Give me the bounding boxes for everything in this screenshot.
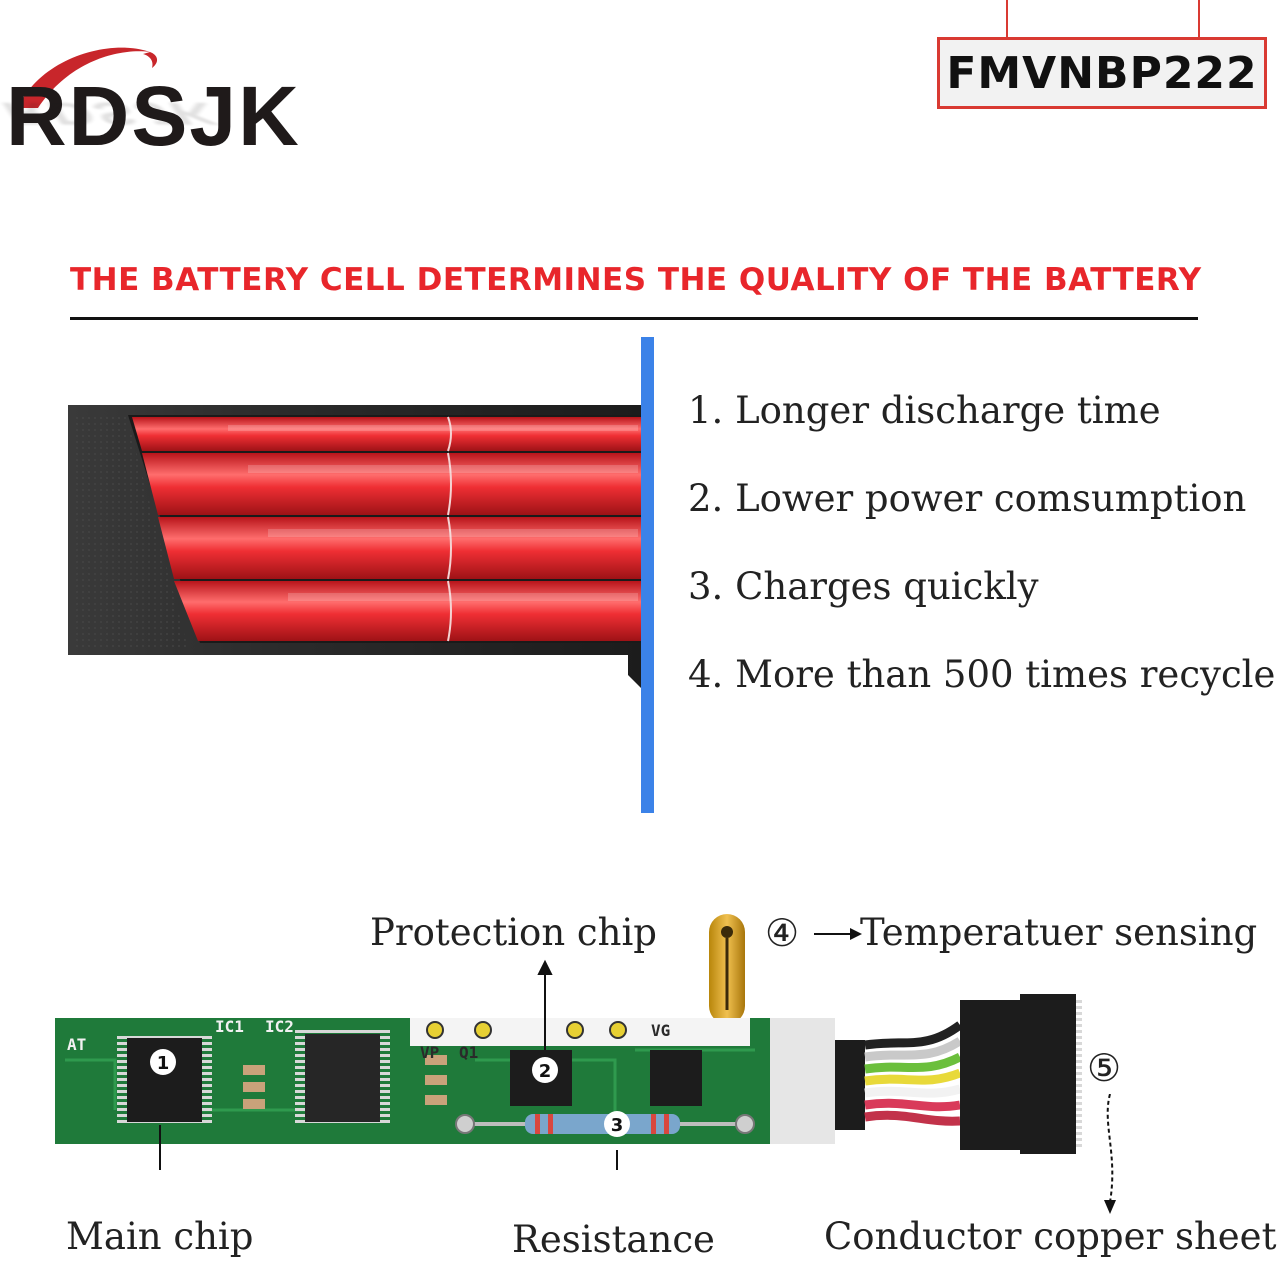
- badge-hanger-right: [1198, 0, 1200, 38]
- feature-item: 1. Longer discharge time: [688, 389, 1161, 432]
- silk-q1: Q1: [459, 1043, 478, 1062]
- silk-ic1: IC1: [215, 1017, 244, 1036]
- feature-list: 1. Longer discharge time 2. Lower power …: [688, 385, 1280, 737]
- brand-logo: RDSJK RDSJK: [0, 30, 380, 200]
- section-divider: [641, 337, 654, 813]
- marker-3: 3: [611, 1115, 624, 1136]
- arrow-right-icon: [814, 928, 862, 940]
- feature-item: 2. Lower power comsumption: [688, 477, 1247, 520]
- callout-main-chip: Main chip: [66, 1215, 254, 1258]
- callout-protection-chip: Protection chip: [370, 911, 657, 954]
- logo-wordmark: RDSJK: [6, 69, 301, 163]
- feature-item: 3. Charges quickly: [688, 565, 1039, 608]
- wire-strand: [864, 1037, 963, 1062]
- main-chip: 1: [117, 1035, 212, 1125]
- callout-resistance: Resistance: [512, 1218, 715, 1261]
- leader-arrow-conductor: [1104, 1094, 1116, 1214]
- resistance-wire: 3: [455, 1111, 755, 1137]
- wire-strand: [864, 1084, 962, 1098]
- model-badge: FMVNBP222: [937, 37, 1267, 109]
- silk-ic2: IC2: [265, 1017, 294, 1036]
- callout-conductor-copper-sheet: Conductor copper sheet: [824, 1215, 1277, 1258]
- callout-temperature-sensing: Temperatuer sensing: [860, 911, 1258, 954]
- secondary-chip: [295, 1030, 390, 1126]
- marker-1: 1: [157, 1053, 170, 1074]
- logo-swoosh-icon: [18, 47, 158, 108]
- callout-leaders: [159, 959, 618, 1170]
- temperature-sensor: [709, 914, 745, 1024]
- headline: THE BATTERY CELL DETERMINES THE QUALITY …: [70, 262, 1202, 298]
- protection-chip: 2: [510, 1050, 572, 1106]
- logo-reflection: RDSJK: [0, 95, 230, 132]
- wire-strand: [864, 1110, 961, 1126]
- marker-5: ⑤: [1087, 1046, 1122, 1090]
- battery-cells-image: [68, 405, 646, 693]
- wire-strand: [864, 1068, 962, 1086]
- solder-pads: [426, 1021, 627, 1039]
- wire-strand: [864, 1052, 963, 1074]
- marker-2: 2: [539, 1061, 552, 1082]
- silkscreen-labels: IC1 IC2 VP Q1 VG AT: [67, 1017, 670, 1062]
- smd-components: [243, 1055, 447, 1109]
- silk-vg: VG: [651, 1021, 670, 1040]
- badge-hanger-left: [1006, 0, 1008, 38]
- wire-harness: [835, 994, 1082, 1154]
- silk-at: AT: [67, 1035, 86, 1054]
- mosfet-chip: [650, 1050, 702, 1106]
- headline-rule: [70, 317, 1198, 320]
- silk-vp: VP: [420, 1043, 439, 1062]
- wire-strand: [864, 1098, 961, 1112]
- protection-board-image: 1 2 IC1 IC2 VP Q1 VG AT: [55, 914, 1082, 1170]
- feature-item: 4. More than 500 times recycle: [688, 653, 1276, 696]
- red-cells: [132, 416, 646, 642]
- marker-4: ④: [765, 911, 800, 955]
- wire-strand: [864, 1021, 963, 1050]
